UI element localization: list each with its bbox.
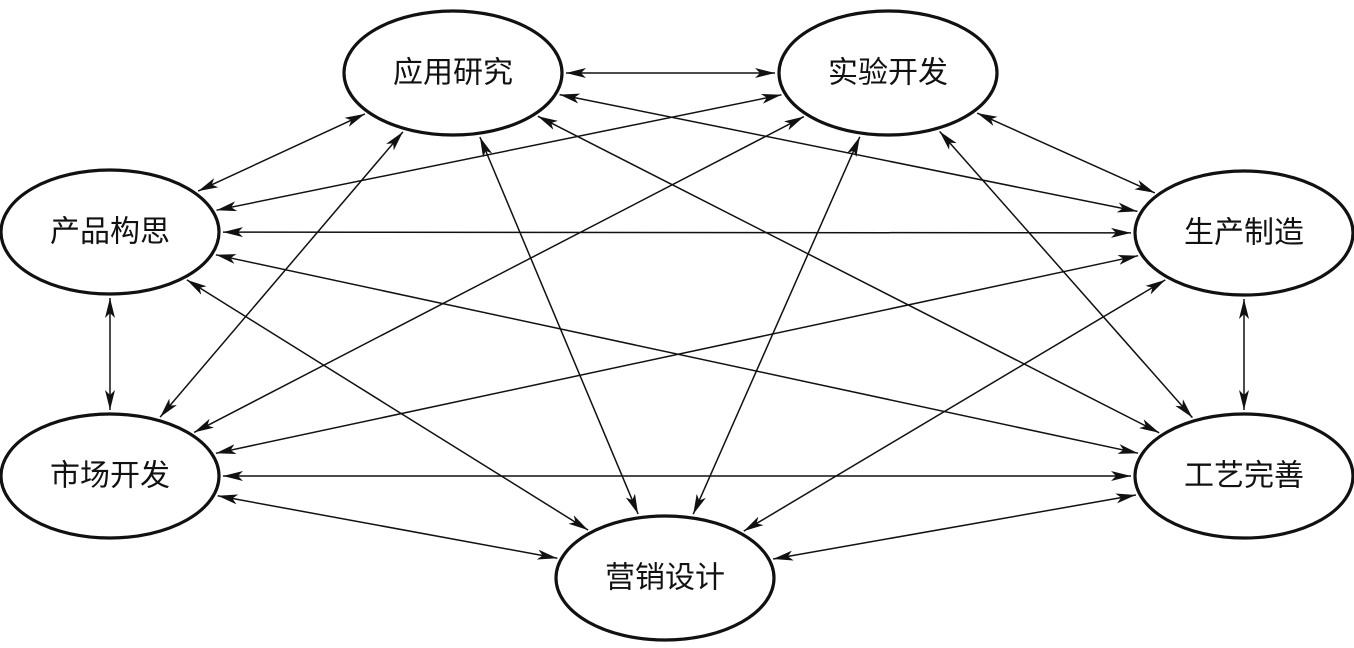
edge-applied-research-to-marketing-design [479,136,639,515]
edge-experimental-dev-to-manufacturing [976,112,1156,194]
edge-process-improve-to-marketing-design [772,493,1137,561]
edge-experimental-dev-to-process-improve [939,130,1193,419]
node-marketing-design: 营销设计 [554,514,776,642]
node-process-improve-label: 工艺完善 [1184,459,1304,494]
node-product-concept-ellipse [0,168,221,296]
edge-experimental-dev-to-market-dev [193,115,805,434]
node-market-dev-ellipse [0,412,221,540]
edge-manufacturing-to-marketing-design [743,279,1166,532]
node-applied-research: 应用研究 [342,9,564,137]
node-applied-research-ellipse [342,9,564,137]
node-process-improve: 工艺完善 [1133,412,1354,540]
edges-layer [105,68,1249,561]
node-manufacturing-label: 生产制造 [1184,216,1304,251]
node-experimental-dev-label: 实验开发 [828,56,948,91]
node-process-improve-ellipse [1133,412,1354,540]
edge-experimental-dev-to-marketing-design [692,136,861,515]
node-marketing-design-ellipse [554,514,776,642]
edge-product-concept-to-manufacturing [222,227,1132,238]
edge-applied-research-to-market-dev [159,131,404,418]
node-applied-research-label: 应用研究 [393,56,513,91]
node-market-dev-label: 市场开发 [50,459,170,494]
node-market-dev: 市场开发 [0,412,221,540]
node-manufacturing: 生产制造 [1133,169,1354,297]
node-manufacturing-ellipse [1133,169,1354,297]
edge-market-dev-to-marketing-design [217,494,558,560]
node-experimental-dev: 实验开发 [777,9,999,137]
edge-applied-research-to-product-concept [197,113,366,192]
node-marketing-design-label: 营销设计 [605,561,725,596]
node-experimental-dev-ellipse [777,9,999,137]
nodes-layer: 应用研究 实验开发 产品构思 生产制造 市场开发 工艺完善 营销设计 [0,9,1354,642]
node-product-concept: 产品构思 [0,168,221,296]
node-product-concept-label: 产品构思 [50,215,170,250]
